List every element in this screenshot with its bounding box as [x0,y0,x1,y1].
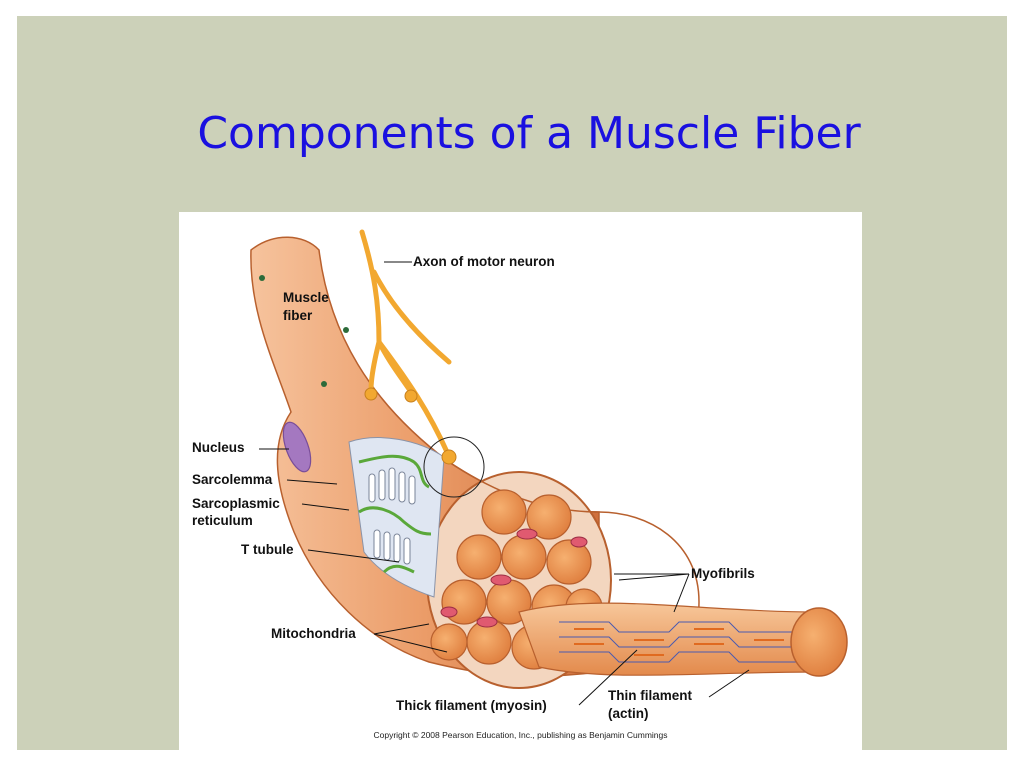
junction-highlight-circle [423,436,485,498]
label-muscle-fiber-2: fiber [283,308,313,323]
label-mitochondria: Mitochondria [271,626,356,641]
label-axon: Axon of motor neuron [413,254,555,269]
label-myofibrils: Myofibrils [691,566,755,581]
t-tubules [358,454,432,574]
slide-title: Components of a Muscle Fiber [197,108,861,159]
label-sarcolemma: Sarcolemma [192,472,273,487]
copyright-notice: Copyright © 2008 Pearson Education, Inc.… [373,730,668,740]
label-nucleus: Nucleus [192,440,245,455]
thick-filament-lines [574,628,784,656]
label-t-tubule: T tubule [241,542,294,557]
label-thick-filament: Thick filament (myosin) [396,698,547,713]
motor-neuron-axon [359,229,452,455]
label-thin-filament-2: (actin) [608,706,649,721]
label-sarcoplasmic-1: Sarcoplasmic [192,496,280,511]
nucleus [282,421,312,473]
muscle-fiber-diagram: Axon of motor neuron Muscle fiber Nucleu… [179,212,862,750]
neuromuscular-junctions [364,387,457,465]
leader-lines [259,261,750,706]
filament-lines [559,621,799,663]
label-sarcoplasmic-2: reticulum [192,513,253,528]
label-muscle-fiber-1: Muscle [283,290,329,305]
myofibril-end [790,607,848,677]
diagram-illustration [250,229,848,706]
label-thin-filament-1: Thin filament [608,688,692,703]
